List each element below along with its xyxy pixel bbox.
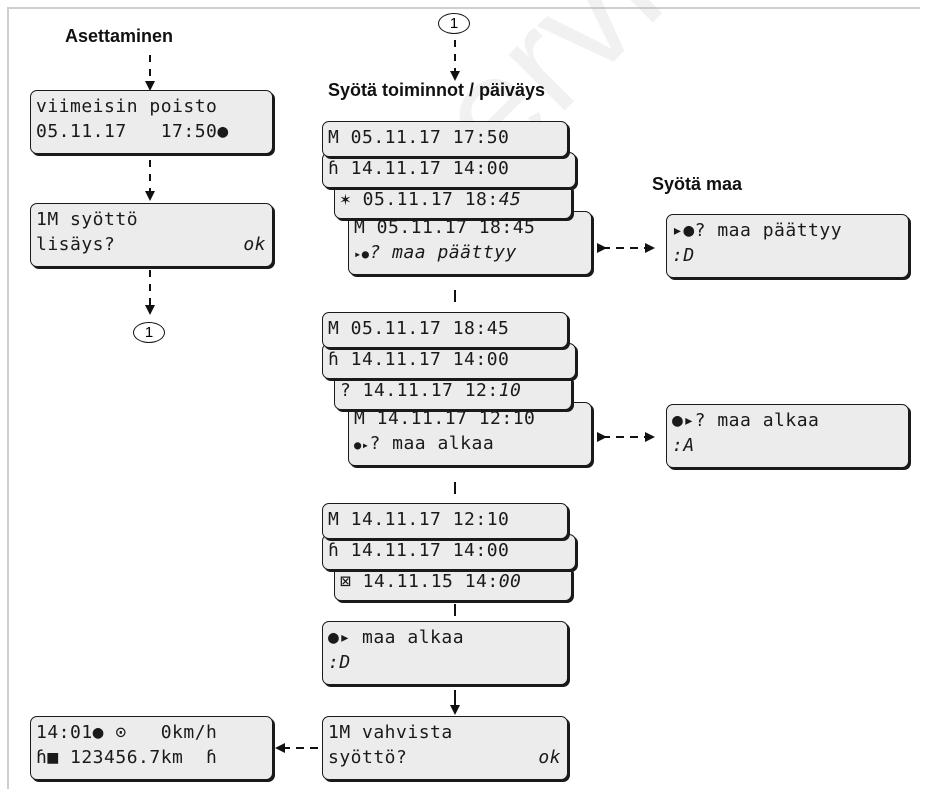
lcd-line: M 05.11.17 18:45	[354, 217, 536, 238]
lcd-line: :D	[328, 652, 351, 673]
lcd-line: ɦ 14.11.17 14:00	[328, 349, 510, 370]
title-syota-toiminnot: Syötä toiminnot / päiväys	[328, 80, 546, 100]
marker-1-top: 1	[438, 13, 470, 34]
lcd-stack-c3: ⊠ 14.11.15 14:00	[334, 565, 572, 601]
lcd-stack-c1: ✶ 05.11.17 18:45	[334, 183, 572, 219]
lcd-enter-country-start: ●▸? maa alkaa :A	[666, 404, 909, 468]
lcd-country-start-prompt: M 14.11.17 12:10 ●▸? maa alkaa	[348, 402, 592, 466]
ok-label: ok	[243, 234, 266, 255]
lcd-line: ⊠ 14.11.15 14:	[340, 571, 499, 592]
lcd-line: ? maa päättyy	[369, 242, 517, 263]
lcd-line: 05.11.17 17:50●	[36, 121, 229, 142]
lcd-line: lisäys?	[36, 234, 116, 255]
lcd-stack-a1: M 05.11.17 17:50	[322, 121, 568, 157]
lcd-line: ? maa alkaa	[369, 433, 495, 454]
lcd-line: M 05.11.17 18:45	[328, 318, 510, 339]
lcd-line: M 14.11.17 12:10	[354, 408, 536, 429]
marker-1-left: 1	[133, 322, 165, 343]
lcd-line: ●▸ maa alkaa	[328, 627, 465, 648]
lcd-stack-c2: ? 14.11.17 12:10	[334, 374, 572, 410]
diagram-frame	[7, 7, 920, 789]
country-end-icon: ▸●	[354, 247, 370, 261]
lcd-stack-b2: ɦ 14.11.17 14:00	[322, 343, 576, 379]
lcd-line: viimeisin poisto	[36, 96, 218, 117]
lcd-stack-b3: ɦ 14.11.17 14:00	[322, 534, 576, 570]
ok-label: ok	[538, 747, 561, 768]
time-italic: 45	[498, 189, 522, 210]
lcd-stack-b1: ɦ 14.11.17 14:00	[322, 152, 576, 188]
lcd-confirm-entry: 1M vahvista syöttö? ok	[322, 716, 568, 780]
lcd-line: 1M syöttö	[36, 209, 139, 230]
lcd-country-confirm: ●▸ maa alkaa :D	[322, 621, 568, 685]
lcd-line: 14:01● ⊙ 0km/h	[36, 722, 218, 743]
lcd-line: M 05.11.17 17:50	[328, 127, 510, 148]
lcd-line: ɦ 14.11.17 14:00	[328, 540, 510, 561]
lcd-line: ɦ 14.11.17 14:00	[328, 158, 510, 179]
time-italic: 10	[498, 380, 522, 401]
lcd-line: ɦ■ 123456.7km ɦ	[36, 747, 218, 768]
lcd-standard-display: 14:01● ⊙ 0km/h ɦ■ 123456.7km ɦ	[30, 716, 273, 780]
lcd-line: M 14.11.17 12:10	[328, 509, 510, 530]
title-asettaminen: Asettaminen	[65, 26, 174, 46]
lcd-line: ●▸? maa alkaa	[672, 410, 820, 431]
lcd-line: syöttö?	[328, 747, 408, 768]
title-syota-maa: Syötä maa	[652, 174, 743, 194]
lcd-line: :D	[672, 245, 695, 266]
lcd-stack-a3: M 14.11.17 12:10	[322, 503, 568, 539]
lcd-line: 1M vahvista	[328, 722, 453, 743]
lcd-line: ? 14.11.17 12:	[340, 380, 499, 401]
lcd-last-removal: viimeisin poisto 05.11.17 17:50●	[30, 90, 273, 154]
lcd-line: ▸●? maa päättyy	[672, 220, 843, 241]
time-italic: 00	[498, 571, 522, 592]
lcd-country-end-prompt: M 05.11.17 18:45 ▸●? maa päättyy	[348, 211, 592, 275]
lcd-line: ✶ 05.11.17 18:	[340, 189, 499, 210]
lcd-1m-entry: 1M syöttö lisäys? ok	[30, 203, 273, 267]
lcd-stack-a2: M 05.11.17 18:45	[322, 312, 568, 348]
lcd-line: :A	[672, 435, 695, 456]
country-start-icon: ●▸	[354, 438, 370, 452]
lcd-enter-country-end: ▸●? maa päättyy :D	[666, 214, 909, 278]
